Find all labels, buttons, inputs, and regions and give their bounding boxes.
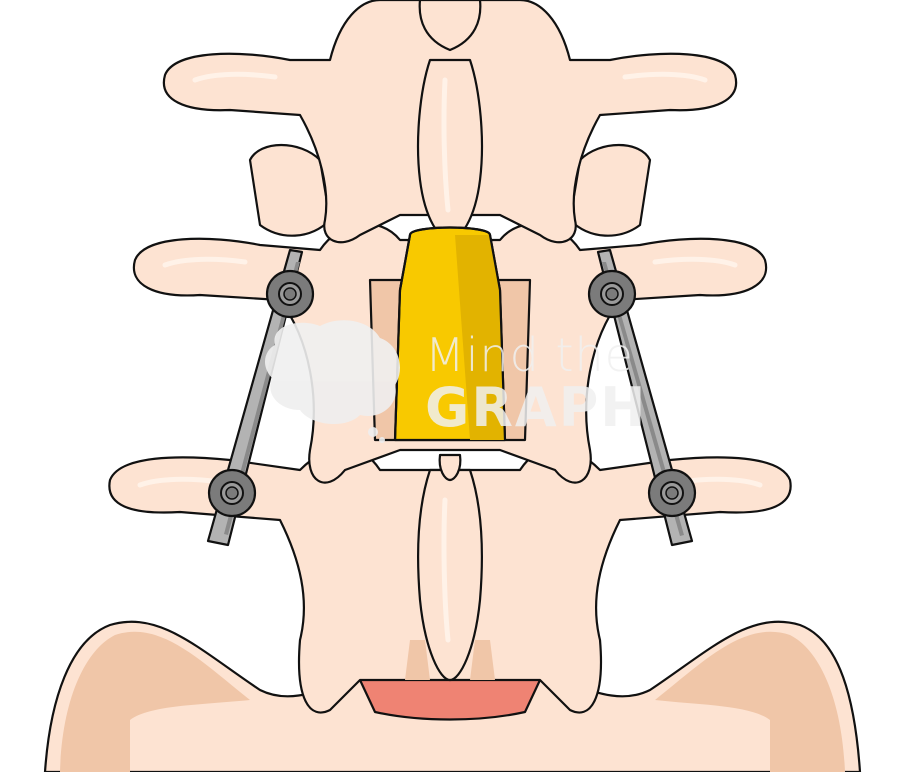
screw-left-upper <box>265 269 315 319</box>
screw-right-lower <box>647 468 697 518</box>
vertebra-upper <box>162 0 738 244</box>
screw-left-lower <box>207 468 257 518</box>
vertebra-lower <box>108 446 792 714</box>
spinal-canal <box>368 226 532 482</box>
screw-right-upper <box>587 269 637 319</box>
right-fixation-rod <box>587 248 697 547</box>
pelvis <box>43 620 862 774</box>
watermark-brain-icon <box>264 320 400 443</box>
